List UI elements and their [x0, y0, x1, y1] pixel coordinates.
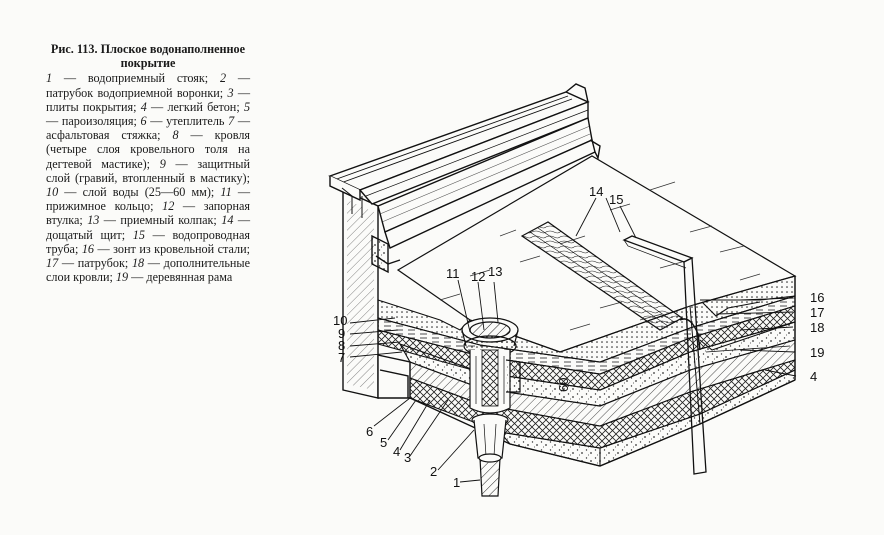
legend-item-number: 17 [46, 256, 59, 271]
legend-item-text: утеплитель [166, 114, 225, 129]
right-edge-detail [679, 295, 796, 353]
callout-6: 6 [366, 424, 373, 439]
legend-item-number: 5 [243, 99, 251, 114]
legend-item-number: 15 [132, 227, 145, 242]
legend-item: 7 — асфальтовая стяжка; [46, 114, 251, 143]
legend-item-text: водоприемный стояк; [87, 71, 209, 86]
legend-item-text: легкий бетон; [167, 99, 240, 114]
legend-item-text: водопроводная труба; [46, 227, 251, 256]
legend-item: 12 — запорная втулка; [46, 199, 251, 228]
callout-19: 19 [810, 345, 824, 360]
legend-item: 11 — прижимное кольцо; [46, 185, 251, 214]
legend-item-text: защитный слой (гравий, втопленный в маст… [46, 156, 251, 185]
callout-4-left: 4 [393, 444, 400, 459]
callout-12: 12 [471, 269, 485, 284]
legend-item-text: запорная втулка; [46, 199, 251, 228]
callout-17: 17 [810, 305, 824, 320]
legend-item-number: 14 [221, 213, 234, 228]
legend-item-number: 3 [227, 85, 234, 100]
legend-item-number: 2 [219, 71, 227, 86]
callout-1: 1 [453, 475, 460, 490]
legend-item: 9 — защитный слой (гравий, втопленный в … [46, 156, 251, 185]
callout-13: 13 [488, 264, 502, 279]
legend-item-text: дополнительные слои кровли; [46, 256, 251, 285]
callout-2: 2 [430, 464, 437, 479]
caption-legend: 1 — водоприемный стояк; 2 — патрубок вод… [46, 71, 250, 284]
callout-11: 11 [446, 266, 460, 281]
legend-item-text: приемный колпак; [120, 213, 217, 228]
caption-title: Рис. 113. Плоское водонаполненное покрыт… [50, 42, 246, 71]
callout-leaders [349, 197, 797, 483]
legend-item-text: слой воды (25—60 мм); [82, 185, 215, 200]
legend-item-text: патрубок водоприемной воронки; [46, 85, 224, 100]
legend-item-number: 6 [140, 114, 147, 129]
legend-item-text: патрубок; [77, 256, 129, 271]
callout-7: 7 [338, 350, 345, 365]
legend-item: 16 — зонт из кровельной стали; [81, 241, 251, 256]
callout-3: 3 [404, 450, 411, 465]
legend-item: 13 — приемный колпак; [87, 213, 217, 228]
legend-item: 10 — слой воды (25—60 мм); [46, 185, 215, 200]
callout-60mm: 60 [556, 378, 571, 392]
legend-item-text: кровля (четыре слоя кровельного толя на … [46, 128, 251, 171]
legend-item: 3 — плиты покрытия; [46, 85, 250, 114]
callout-8: 8 [338, 338, 345, 353]
legend-item: 14 — дощатый щит; [46, 213, 251, 242]
legend-item-number: 10 [46, 185, 59, 200]
legend-item: 2 — патрубок водоприемной воронки; [46, 71, 251, 100]
legend-item-number: 12 [162, 199, 175, 214]
legend-item: 4 — легкий бетон; [140, 99, 240, 114]
callout-labels: 1 2 3 4 5 6 7 8 9 10 11 12 13 14 15 16 1… [333, 184, 824, 490]
callout-14: 14 [589, 184, 603, 199]
legend-item: 18 — дополнительные слои кровли; [46, 256, 251, 285]
legend-item-number: 8 [172, 128, 179, 143]
legend-item: 1 — водоприемный стояк; [46, 71, 209, 86]
legend-item-number: 16 [81, 241, 95, 256]
callout-5: 5 [380, 435, 387, 450]
legend-item-number: 7 [228, 114, 235, 129]
legend-item-number: 19 [115, 270, 129, 285]
legend-item-number: 1 [46, 71, 53, 86]
callout-16: 16 [810, 290, 824, 305]
legend-item: 5 — пароизоляция; [46, 99, 251, 129]
legend-item-number: 13 [87, 213, 100, 228]
callout-18: 18 [810, 320, 824, 335]
legend-item-text: прижимное кольцо; [46, 199, 154, 214]
legend-item-text: деревянная рама [146, 270, 233, 285]
callout-15: 15 [609, 192, 623, 207]
legend-item-text: асфальтовая стяжка; [46, 128, 161, 143]
callout-4-right: 4 [810, 369, 817, 384]
legend-item-number: 11 [220, 185, 232, 200]
legend-item: 8 — кровля (четыре слоя кровельного толя… [46, 128, 251, 171]
legend-item-text: плиты покрытия; [46, 99, 137, 114]
legend-item-number: 18 [131, 256, 145, 271]
legend-item: 6 — утеплитель [140, 114, 225, 129]
legend-item: 19 — деревянная рама [115, 270, 233, 285]
legend-item-text: дощатый щит; [46, 227, 126, 242]
legend-item-text: пароизоляция; [61, 114, 137, 129]
legend-item-number: 4 [140, 99, 147, 114]
callout-9: 9 [338, 326, 345, 341]
legend-item-number: 9 [159, 156, 166, 171]
legend-item-text: зонт из кровельной стали; [113, 241, 251, 256]
legend-item: 15 — водопроводная труба; [46, 227, 251, 256]
callout-10: 10 [333, 313, 347, 328]
figure-caption: Рис. 113. Плоское водонаполненное покрыт… [46, 42, 250, 284]
roof-drain-assembly [461, 317, 521, 497]
legend-item: 17 — патрубок; [46, 256, 129, 271]
